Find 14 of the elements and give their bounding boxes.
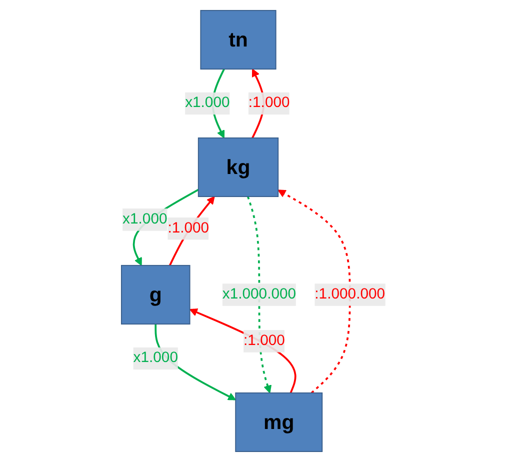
node-box: mg: [234, 392, 322, 452]
node-box: tn: [200, 10, 276, 70]
edge-label: x1.000: [184, 95, 230, 111]
arrow: [278, 190, 351, 394]
edge-label: :1.000: [248, 95, 290, 111]
edge-label: x1.000.000: [222, 286, 296, 302]
edge-label: :1.000: [167, 220, 209, 236]
edge-label: x1.000: [122, 211, 168, 228]
node-box: kg: [198, 137, 278, 198]
edge-label: x1.000: [133, 350, 178, 366]
edge-label: :1.000: [243, 332, 285, 349]
edge-label: :1.000.000: [314, 286, 385, 302]
arrow: [189, 308, 296, 394]
node-box: g: [120, 264, 190, 325]
